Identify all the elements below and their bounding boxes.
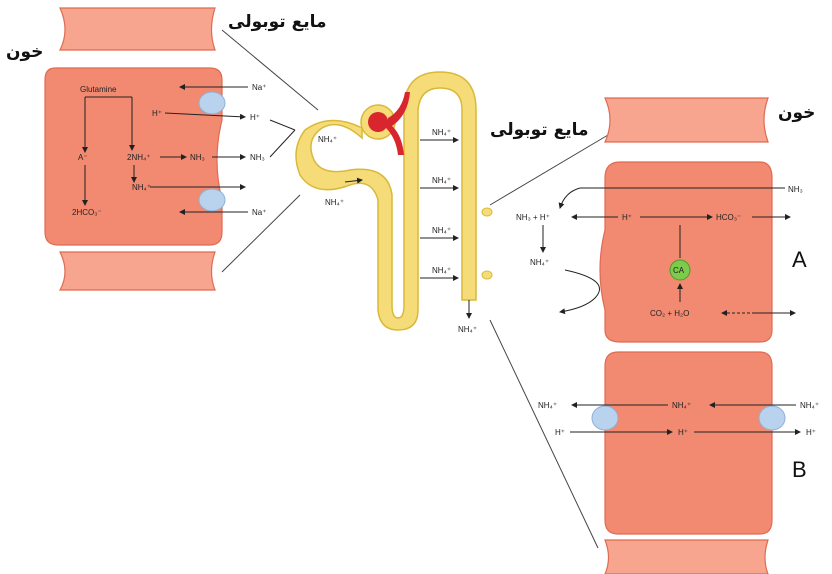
nh3-mid-label: NH₃ bbox=[190, 153, 205, 162]
h-plus-label: H⁺ bbox=[152, 109, 162, 118]
cell-b-transporter-left bbox=[592, 406, 618, 430]
nh4-left2-label: NH₄⁺ bbox=[325, 198, 344, 207]
cell-b-h-left-label: H⁺ bbox=[555, 428, 565, 437]
glomerulus bbox=[368, 112, 388, 132]
nh4-r3-label: NH₄⁺ bbox=[432, 226, 451, 235]
cell-b-transporter-right bbox=[759, 406, 785, 430]
zoom-line bbox=[490, 320, 598, 548]
nh4-2-label: 2NH₄⁺ bbox=[127, 153, 151, 162]
cell-a-nh4-label: NH₄⁺ bbox=[530, 258, 549, 267]
nh4-label: NH₄⁺ bbox=[132, 183, 151, 192]
nephron-group: NH₄⁺ NH₄⁺ NH₄⁺ NH₄⁺ NH₄⁺ NH₄⁺ NH₄⁺ bbox=[296, 72, 608, 548]
blood-right-label: خون bbox=[778, 103, 815, 123]
tubule-bump bbox=[482, 208, 492, 216]
left-transporter-top bbox=[199, 92, 225, 114]
nh4-r1-label: NH₄⁺ bbox=[432, 128, 451, 137]
a-minus-label: A⁻ bbox=[78, 153, 88, 162]
cell-b-nh4-mid-label: NH₄⁺ bbox=[672, 401, 691, 410]
nh4-r4-label: NH₄⁺ bbox=[432, 266, 451, 275]
nh4-left1-label: NH₄⁺ bbox=[318, 135, 337, 144]
cell-b-body bbox=[605, 352, 772, 534]
glutamine-label: Glutamine bbox=[80, 85, 117, 94]
left-cell-group: Glutamine A⁻ 2NH₄⁺ NH₃ NH₄⁺ 2HCO₃⁻ Na⁺ H… bbox=[45, 8, 318, 290]
cell-b-nh4-right-label: NH₄⁺ bbox=[800, 401, 819, 410]
tubular-fluid-top-label: مایع توبولی bbox=[228, 12, 327, 32]
left-cell-top-cap bbox=[60, 8, 215, 50]
h-plus-out-label: H⁺ bbox=[250, 113, 260, 122]
tubular-fluid-right-label: مایع توبولی bbox=[490, 120, 589, 140]
arrow bbox=[560, 270, 600, 312]
nh4-r2-label: NH₄⁺ bbox=[432, 176, 451, 185]
arrow bbox=[270, 130, 295, 157]
cell-b-letter: B bbox=[792, 457, 807, 482]
cell-a-h-label: H⁺ bbox=[622, 213, 632, 222]
blood-left-label: خون bbox=[6, 42, 43, 62]
cell-a-letter: A bbox=[792, 247, 807, 272]
cell-a-nh3-h-label: NH₃ + H⁺ bbox=[516, 213, 550, 222]
na-top-label: Na⁺ bbox=[252, 83, 266, 92]
arrow bbox=[560, 188, 580, 208]
cell-a-nh3-top-label: NH₃ bbox=[788, 185, 803, 194]
cell-a-co2-label: CO₂ + H₂O bbox=[650, 309, 689, 318]
right-cell-top-cap bbox=[605, 98, 768, 142]
cell-b-h-mid-label: H⁺ bbox=[678, 428, 688, 437]
zoom-line bbox=[490, 135, 608, 205]
cell-b-nh4-left-label: NH₄⁺ bbox=[538, 401, 557, 410]
cell-a-ca-label: CA bbox=[673, 266, 685, 275]
nh3-out-label: NH₃ bbox=[250, 153, 265, 162]
zoom-line bbox=[222, 30, 318, 110]
cell-b-h-right-label: H⁺ bbox=[806, 428, 816, 437]
left-transporter-bottom bbox=[199, 189, 225, 211]
hco3-2-label: 2HCO₃⁻ bbox=[72, 208, 102, 217]
cell-a-hco3-label: HCO₃⁻ bbox=[716, 213, 741, 222]
arrow bbox=[270, 120, 295, 130]
right-cell-bottom-cap bbox=[605, 540, 768, 574]
zoom-line bbox=[222, 195, 300, 272]
tubule-bump bbox=[482, 271, 492, 279]
right-cells-group: NH₃ NH₃ + H⁺ H⁺ HCO₃⁻ NH₄⁺ CA CO₂ + H₂O … bbox=[516, 98, 819, 574]
left-cell-bottom-cap bbox=[60, 252, 215, 290]
nh4-bottom-label: NH₄⁺ bbox=[458, 325, 477, 334]
na-bottom-label: Na⁺ bbox=[252, 208, 266, 217]
